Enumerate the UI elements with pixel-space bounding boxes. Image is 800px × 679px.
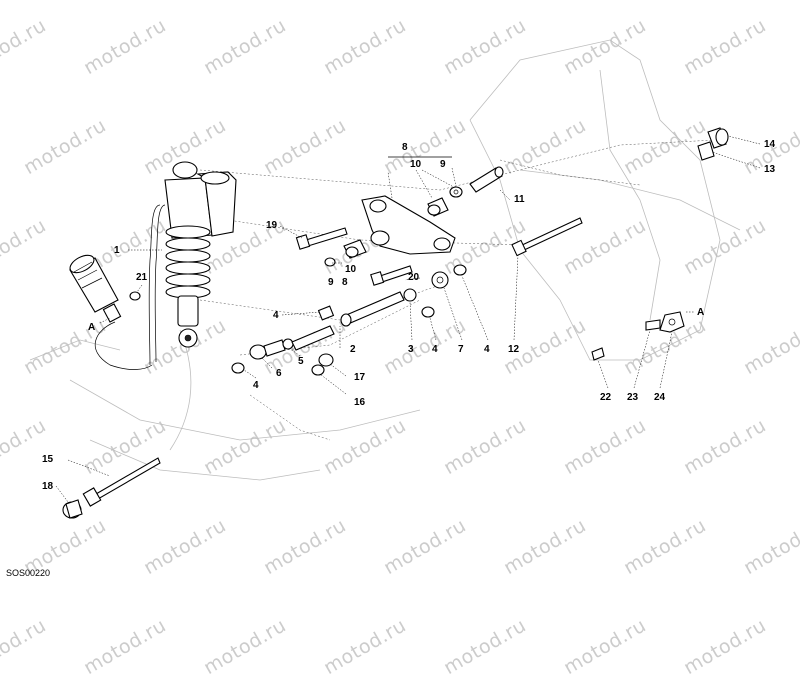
pin-11 (469, 166, 504, 193)
rod-end-6 (231, 325, 335, 374)
callout-3: 3 (408, 344, 414, 355)
rear-shock-absorber (148, 161, 237, 366)
callout-10-top: 10 (410, 159, 422, 170)
callout-8-lower: 8 (342, 277, 348, 288)
watermark-text: motod.ru (200, 614, 290, 679)
frame-ghost-outline (29, 39, 741, 481)
shock-spring (165, 225, 211, 299)
callout-5: 5 (298, 356, 304, 367)
rocker-linkage (361, 195, 456, 255)
watermark-text: motod.ru (80, 614, 170, 679)
exploded-parts-diagram: 1 21 A 19 8 10 9 11 10 9 8 20 4 2 3 4 7 … (29, 39, 776, 519)
callout-4-low: 4 (253, 380, 259, 391)
bolt-19 (295, 227, 348, 250)
spacers-13-14 (697, 127, 729, 161)
callout-19: 19 (266, 220, 278, 231)
axle-15 (82, 457, 161, 507)
callout-7: 7 (458, 344, 464, 355)
watermark-text: motod.ru (440, 614, 530, 679)
tie-rod-2 (317, 291, 405, 327)
callout-15: 15 (42, 454, 54, 465)
bolt-12 (511, 217, 583, 257)
bolt-20 (370, 265, 413, 286)
watermark-text: motod.ru (0, 614, 50, 679)
callout-18: 18 (42, 481, 54, 492)
callout-9-lower: 9 (328, 277, 334, 288)
callout-a-right: A (697, 307, 704, 318)
callout-2: 2 (350, 344, 356, 355)
watermark-text: motod.ru (320, 614, 410, 679)
callout-8-top: 8 (402, 142, 408, 153)
callout-4-mid: 4 (432, 344, 438, 355)
callout-4-right: 4 (484, 344, 490, 355)
callout-1: 1 (114, 245, 120, 256)
nut-21 (129, 291, 141, 301)
watermark-text: motod.ru (560, 614, 650, 679)
callout-9-top: 9 (440, 159, 446, 170)
callout-17: 17 (354, 372, 366, 383)
bracket-24 (591, 311, 685, 361)
callout-labels: 1 21 A 19 8 10 9 11 10 9 8 20 4 2 3 4 7 … (42, 139, 776, 492)
remote-preload-adjuster (69, 254, 153, 370)
diagram-code: SOS00220 (6, 568, 51, 578)
callout-22: 22 (600, 392, 612, 403)
callout-6: 6 (276, 368, 282, 379)
rocker-bushings-top (427, 186, 463, 217)
cap-18 (62, 499, 83, 519)
leader-lines (55, 135, 761, 503)
callout-20: 20 (408, 272, 420, 283)
callout-21: 21 (136, 272, 148, 283)
bushings-16-17 (311, 353, 334, 376)
spherical-bearing-7 (403, 264, 467, 302)
callout-23: 23 (627, 392, 639, 403)
rocker-bushings-lower (324, 239, 367, 267)
callout-10-lower: 10 (345, 264, 357, 275)
watermark-text: motod.ru (680, 614, 770, 679)
callout-12: 12 (508, 344, 520, 355)
callout-14: 14 (764, 139, 776, 150)
callout-16: 16 (354, 397, 366, 408)
callout-24: 24 (654, 392, 666, 403)
nut-4 (421, 306, 435, 318)
callout-a-left: A (88, 322, 95, 333)
callout-11: 11 (514, 194, 525, 205)
callout-4-left: 4 (273, 310, 279, 321)
callout-13: 13 (764, 164, 776, 175)
